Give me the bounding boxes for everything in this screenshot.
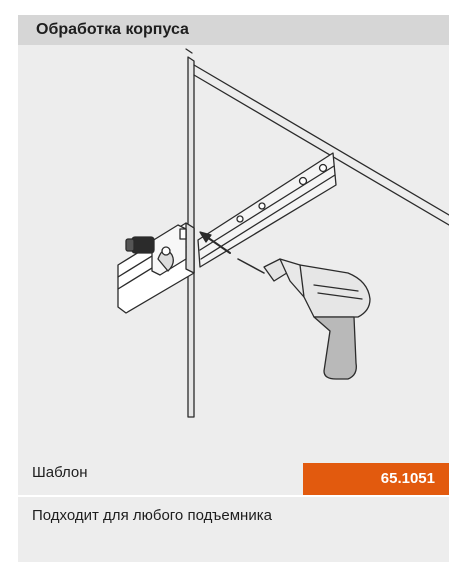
section-title: Обработка корпуса bbox=[36, 21, 189, 38]
template-code: 65.1051 bbox=[380, 470, 435, 487]
drilling-jig-icon bbox=[117, 152, 337, 314]
section-header: Обработка корпуса bbox=[18, 15, 449, 45]
row-divider bbox=[18, 495, 449, 497]
arrow-icon bbox=[199, 231, 231, 254]
template-code-badge: 65.1051 bbox=[303, 463, 449, 495]
description-row: Подходит для любого подъемника bbox=[18, 497, 449, 562]
compatibility-description: Подходит для любого подъемника bbox=[32, 507, 272, 524]
drill-icon bbox=[237, 258, 371, 380]
cabinet-illustration bbox=[18, 45, 449, 448]
template-row: Шаблон 65.1051 bbox=[18, 448, 449, 495]
template-label: Шаблон bbox=[32, 464, 88, 481]
